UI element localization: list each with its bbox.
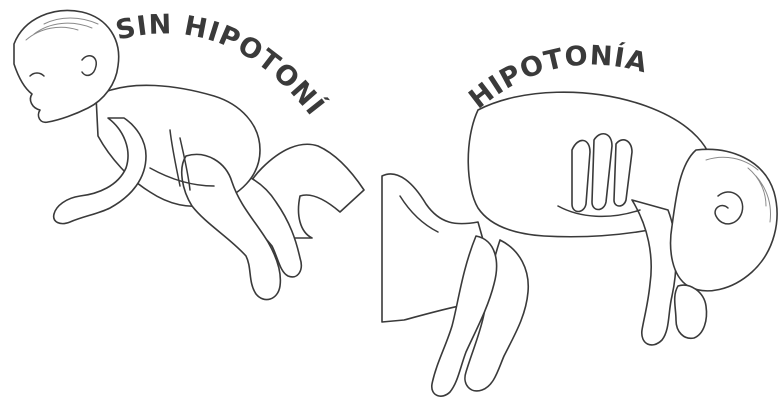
baby-with-hypotonia — [382, 92, 777, 396]
hand-right — [675, 285, 707, 338]
baby-without-hypotonia — [14, 10, 364, 299]
head-right — [671, 149, 777, 290]
